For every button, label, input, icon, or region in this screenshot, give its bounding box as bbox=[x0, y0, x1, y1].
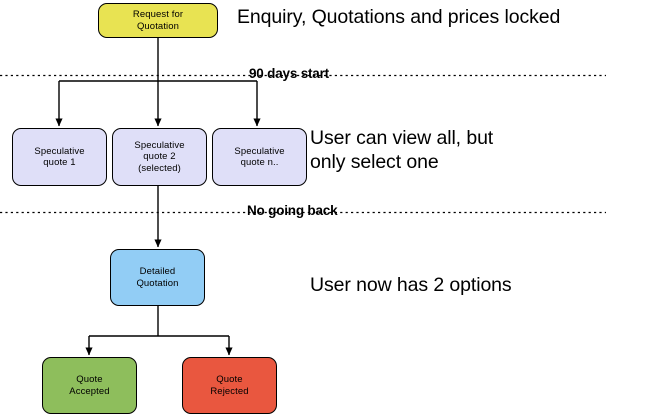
phase-label-90-days-start: 90 days start bbox=[249, 66, 329, 81]
node-detailed-quotation[interactable]: Detailed Quotation bbox=[110, 249, 205, 306]
node-quote-accepted[interactable]: Quote Accepted bbox=[42, 357, 137, 414]
annotation-enquiry-locked: Enquiry, Quotations and prices locked bbox=[237, 6, 561, 28]
phase-label-no-going-back: No going back bbox=[247, 203, 338, 218]
annotation-two-options: User now has 2 options bbox=[310, 274, 512, 296]
node-label: Speculative quote 1 bbox=[34, 145, 85, 168]
node-label: Speculative quote n.. bbox=[234, 145, 285, 168]
node-label: Speculative quote 2 (selected) bbox=[134, 139, 185, 174]
node-speculative-quote-n[interactable]: Speculative quote n.. bbox=[212, 128, 307, 186]
node-label: Detailed Quotation bbox=[136, 266, 179, 289]
node-speculative-quote-1[interactable]: Speculative quote 1 bbox=[12, 128, 107, 186]
node-label: Quote Accepted bbox=[69, 374, 110, 397]
node-label: Quote Rejected bbox=[210, 374, 249, 397]
annotation-view-select: User can view all, but only select one bbox=[310, 127, 494, 173]
node-request-for-quotation[interactable]: Request for Quotation bbox=[98, 3, 218, 38]
node-quote-rejected[interactable]: Quote Rejected bbox=[182, 357, 277, 414]
node-label: Request for Quotation bbox=[132, 9, 184, 32]
node-speculative-quote-2-selected[interactable]: Speculative quote 2 (selected) bbox=[112, 128, 207, 186]
